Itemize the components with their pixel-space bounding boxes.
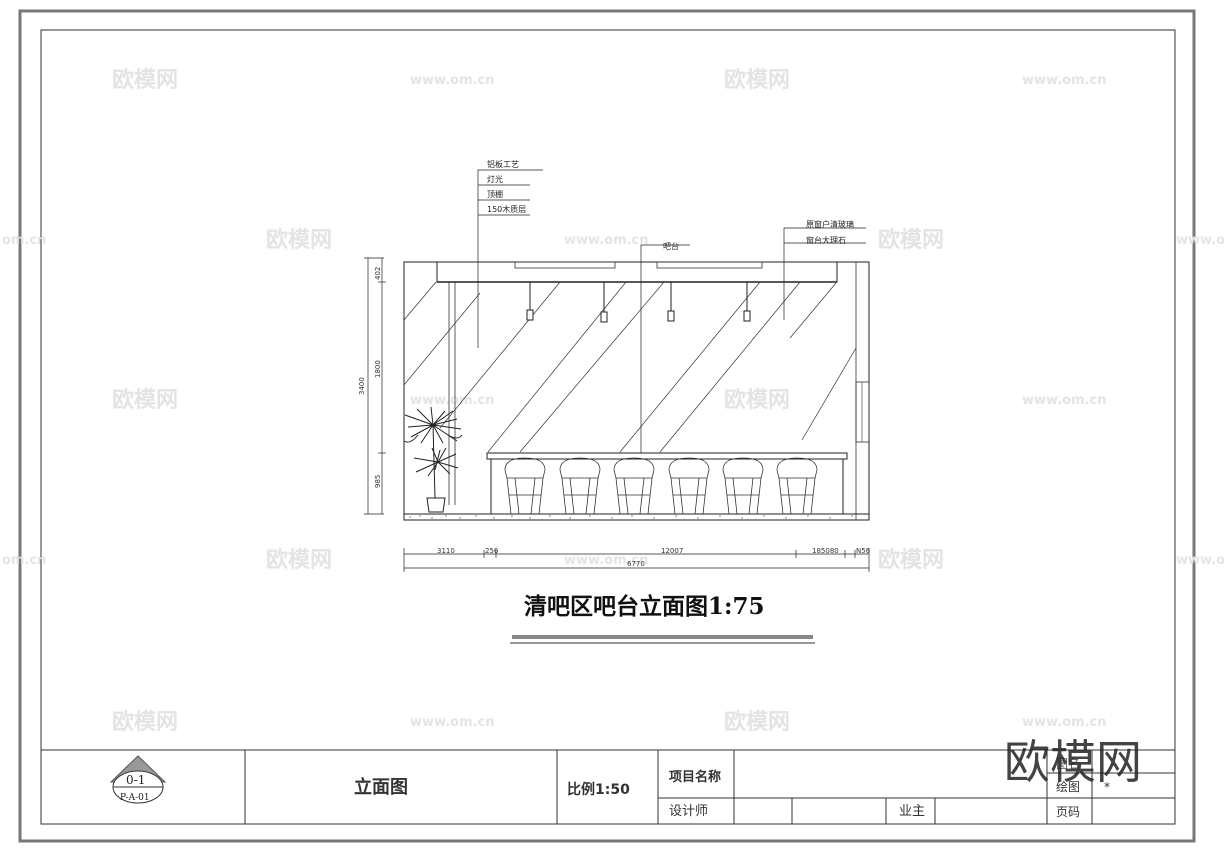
- ceiling-recess-right: [656, 261, 763, 269]
- watermark-url: om.cn: [2, 553, 46, 568]
- bar-stools: [504, 457, 818, 515]
- watermark-url: www.om.cn: [410, 393, 495, 408]
- pendant-lights: [526, 282, 751, 323]
- watermark-url: om.cn: [2, 233, 46, 248]
- page-number-label: 页码: [1056, 805, 1080, 819]
- ceiling-recess-left: [514, 261, 616, 269]
- owner-label: 业主: [899, 804, 925, 819]
- watermark-brand: 欧模网: [878, 227, 944, 253]
- horizontal-dimensions: [403, 548, 870, 572]
- symbol-bottom-label: P-A-01: [120, 793, 150, 803]
- watermark-url: www.o: [1176, 553, 1225, 568]
- designer-label: 设计师: [669, 804, 708, 819]
- dim-width-1: 3110: [437, 547, 455, 555]
- note-right-2: 窗台大理石: [806, 235, 846, 245]
- outer-border: [18, 9, 1196, 843]
- watermark-brand: 欧模网: [112, 387, 178, 413]
- ceiling-soffit: [436, 261, 838, 283]
- watermark-url: www.om.cn: [1022, 73, 1107, 88]
- annotations: [477, 169, 866, 453]
- vertical-dimensions: [364, 257, 386, 515]
- bar-counter: [486, 452, 848, 514]
- watermarks: 欧模网 www.om.cn 欧模网 www.om.cn om.cn 欧模网 ww…: [2, 67, 1225, 735]
- note-left-2: 灯光: [487, 174, 503, 184]
- watermark-brand: 欧模网: [724, 387, 790, 413]
- brand-watermark-large: 欧模网: [1004, 735, 1142, 789]
- glass-hatch: [403, 281, 857, 453]
- note-left-3: 顶棚: [487, 189, 503, 199]
- watermark-brand: 欧模网: [266, 547, 332, 573]
- watermark-url: www.om.cn: [1022, 393, 1107, 408]
- dim-width-3: 12007: [661, 547, 683, 555]
- inner-border: [40, 29, 1176, 825]
- project-name-label: 项目名称: [669, 769, 721, 785]
- watermark-brand: 欧模网: [112, 709, 178, 735]
- title-block: [41, 749, 1175, 824]
- dim-top-height: 402: [374, 267, 382, 280]
- dim-middle-height: 1800: [374, 360, 382, 378]
- dim-bottom-height: 985: [374, 475, 382, 488]
- potted-plant: [403, 406, 463, 513]
- floor-hatch: [409, 515, 853, 519]
- dim-width-total: 6770: [627, 560, 645, 568]
- elevation: 铝板工艺 灯光 顶棚 150木质层 吧台 原窗户清玻璃 窗台大理石 3400 4…: [358, 159, 871, 644]
- title-underline-thick: [512, 635, 813, 639]
- dim-total-height: 3400: [358, 377, 366, 395]
- note-left-4: 150木质层: [487, 204, 526, 214]
- scale-label: 比例1:50: [567, 781, 630, 798]
- watermark-brand: 欧模网: [112, 67, 178, 93]
- symbol-top-label: 0-1: [126, 773, 145, 787]
- watermark-url: www.om.cn: [564, 553, 649, 568]
- watermark-url: www.om.cn: [410, 73, 495, 88]
- watermark-brand: 欧模网: [724, 709, 790, 735]
- drawing-title: 清吧区吧台立面图1:75: [524, 593, 765, 620]
- section-symbol: 0-1 P-A-01: [109, 755, 167, 804]
- drawn-by-label: 绘图: [1056, 779, 1080, 794]
- drawn-by-value: *: [1104, 780, 1110, 794]
- note-bar: 吧台: [663, 241, 679, 251]
- watermark-url: www.om.cn: [1022, 715, 1107, 730]
- watermark-brand: 欧模网: [878, 547, 944, 573]
- dim-width-4: 185080: [812, 547, 839, 555]
- watermark-brand: 欧模网: [724, 67, 790, 93]
- dim-width-2: 256: [485, 547, 499, 555]
- watermark-brand: 欧模网: [266, 227, 332, 253]
- note-left-1: 铝板工艺: [487, 159, 519, 169]
- watermark-url: www.o: [1176, 233, 1225, 248]
- watermark-url: www.om.cn: [564, 233, 649, 248]
- sheet-name-label: 图名: [1056, 756, 1080, 771]
- drawing-name: 立面图: [354, 776, 408, 798]
- note-right-1: 原窗户清玻璃: [806, 219, 854, 229]
- dim-width-5: N56: [856, 547, 871, 555]
- watermark-url: www.om.cn: [410, 715, 495, 730]
